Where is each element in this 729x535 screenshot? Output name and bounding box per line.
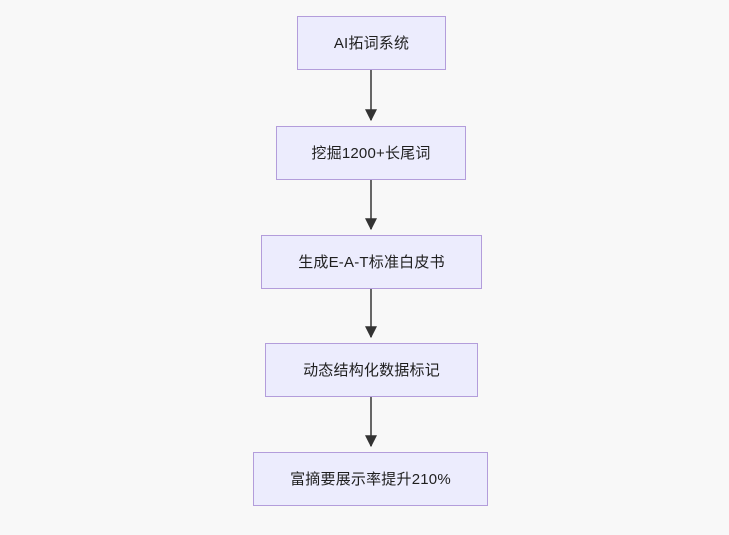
flowchart-node-structured-data-markup[interactable]: 动态结构化数据标记	[265, 343, 478, 397]
flowchart-node-longtail-mining[interactable]: 挖掘1200+长尾词	[276, 126, 466, 180]
flowchart-node-eat-whitepaper[interactable]: 生成E-A-T标准白皮书	[261, 235, 482, 289]
flowchart-node-ai-keyword-system[interactable]: AI拓词系统	[297, 16, 446, 70]
flowchart-node-rich-snippet-result[interactable]: 富摘要展示率提升210%	[253, 452, 488, 506]
